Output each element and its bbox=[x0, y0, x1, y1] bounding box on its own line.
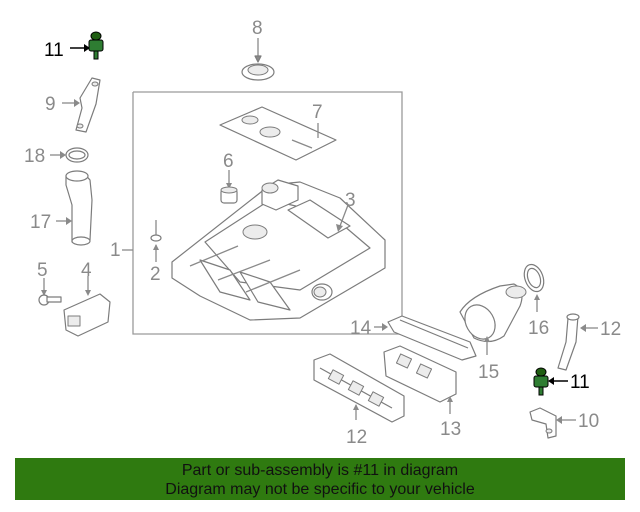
callout-12: 12 bbox=[600, 319, 621, 340]
part-1-intake-manifold[interactable] bbox=[171, 179, 386, 321]
callout-11-bottom: 11 bbox=[570, 372, 590, 393]
part-3-leader bbox=[336, 204, 349, 232]
part-16-intake-elbow[interactable] bbox=[459, 283, 527, 355]
part-8-grommet[interactable] bbox=[241, 38, 275, 81]
callout-3: 3 bbox=[345, 190, 356, 211]
banner-line-2: Diagram may not be specific to your vehi… bbox=[165, 481, 475, 498]
callout-15: 14 bbox=[350, 318, 372, 339]
callout-17: 16 bbox=[528, 318, 549, 339]
part-18-hose[interactable] bbox=[56, 170, 93, 246]
part-17-clamp[interactable] bbox=[521, 262, 547, 312]
callout-4: 4 bbox=[81, 260, 92, 281]
callout-19: 18 bbox=[24, 146, 45, 167]
callout-16: 15 bbox=[478, 362, 499, 383]
part-5-screw[interactable] bbox=[38, 278, 62, 306]
part-11-bolt-bottom[interactable] bbox=[533, 367, 568, 396]
callout-10: 10 bbox=[578, 411, 599, 432]
callout-11-top: 11 bbox=[44, 40, 64, 61]
part-14-housing[interactable] bbox=[383, 345, 457, 414]
info-banner: Part or sub-assembly is #11 in diagram D… bbox=[15, 458, 625, 500]
part-15-duct[interactable] bbox=[374, 315, 477, 361]
callout-1: 1 bbox=[110, 240, 121, 261]
callout-14: 13 bbox=[440, 419, 461, 440]
part-12-tube[interactable] bbox=[557, 313, 598, 371]
part-7-cover-plate[interactable] bbox=[219, 106, 337, 161]
part-4-sensor[interactable] bbox=[63, 276, 111, 337]
callout-7: 7 bbox=[312, 102, 323, 123]
banner-line-1: Part or sub-assembly is #11 in diagram bbox=[181, 462, 459, 479]
part-2-bolt[interactable] bbox=[150, 220, 162, 262]
callout-2: 2 bbox=[150, 264, 161, 285]
part-11-bolt-top[interactable] bbox=[70, 31, 104, 60]
parts-diagram: 8 7 6 3 1 2 11 9 18 17 5 4 14 15 16 12 1… bbox=[24, 18, 621, 448]
callout-9: 9 bbox=[45, 94, 56, 115]
part-9-bracket[interactable] bbox=[62, 77, 101, 133]
part-13-housing[interactable] bbox=[313, 353, 405, 423]
callout-18: 17 bbox=[30, 212, 51, 233]
callout-5: 5 bbox=[37, 260, 48, 281]
callout-6: 6 bbox=[223, 151, 234, 172]
part-10-bracket[interactable] bbox=[529, 407, 576, 439]
callout-8: 8 bbox=[252, 18, 263, 39]
part-19-clamp[interactable] bbox=[50, 147, 89, 163]
part-6-nut[interactable] bbox=[220, 170, 238, 204]
callout-13: 12 bbox=[346, 427, 367, 448]
